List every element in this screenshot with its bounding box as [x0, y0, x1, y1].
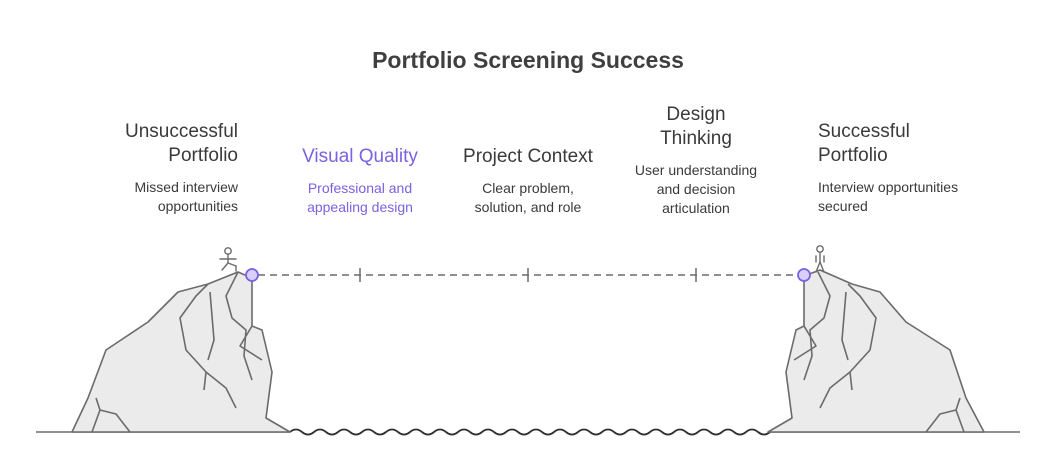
person-right-figure: [815, 245, 825, 273]
stage-description: Missed interview opportunities: [134, 179, 238, 214]
stage-description: Interview opportunities secured: [818, 179, 959, 214]
stage-heading: Unsuccessful Portfolio: [125, 121, 238, 166]
stage-description: User understanding and decision articula…: [634, 162, 758, 216]
stage-unsuccessful-portfolio: Unsuccessful Portfolio Missed interview …: [88, 120, 238, 216]
stage-heading: Project Context: [463, 146, 593, 167]
left-cliff: [71, 271, 291, 433]
stage-heading: Successful Portfolio: [818, 121, 910, 166]
stage-successful-portfolio: Successful Portfolio Interview opportuni…: [818, 120, 988, 216]
right-cliff: [767, 269, 985, 433]
stage-visual-quality: Visual Quality Professional and appealin…: [285, 145, 435, 217]
stage-design-thinking: Design Thinking User understanding and d…: [622, 103, 770, 218]
stage-heading: Design Thinking: [660, 104, 732, 149]
stage-description: Professional and appealing design: [307, 180, 413, 215]
start-marker: [245, 268, 259, 282]
stage-project-context: Project Context Clear problem, solution,…: [448, 145, 608, 217]
stage-heading: Visual Quality: [302, 146, 418, 167]
water-waves: [289, 428, 771, 436]
diagram-title: Portfolio Screening Success: [372, 47, 684, 73]
person-left-figure: [219, 247, 237, 272]
end-marker: [797, 268, 811, 282]
stage-description: Clear problem, solution, and role: [474, 180, 582, 215]
